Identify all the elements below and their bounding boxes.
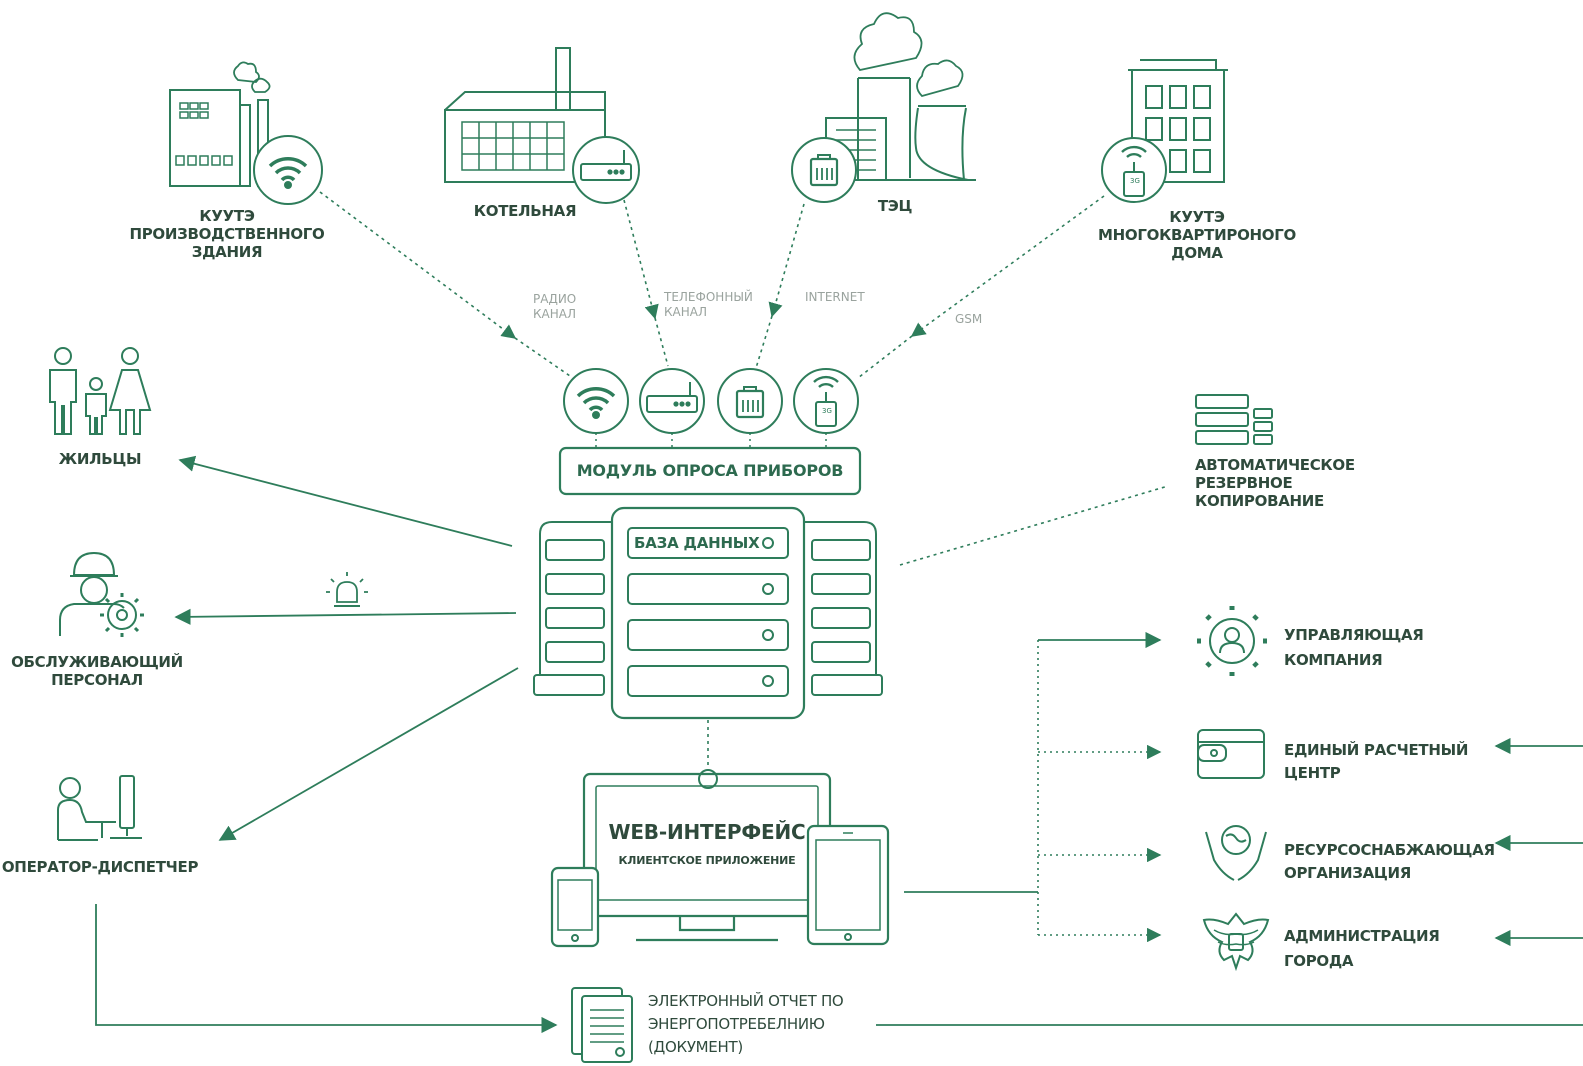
source-industrial-label: КУУТЭ ПРОИЗВОДСТВЕННОГО ЗДАНИЯ — [129, 207, 325, 261]
backup-icon — [1195, 394, 1273, 445]
arrow-residents — [178, 455, 513, 547]
source-chp-label: ТЭЦ — [877, 197, 913, 215]
boiler-router-circle — [572, 136, 640, 204]
link-backup — [899, 485, 1169, 566]
link-internet-tail — [755, 315, 773, 369]
industrial-building-icon — [169, 61, 271, 187]
module-title: МОДУЛЬ ОПРОСА ПРИБОРОВ — [576, 461, 844, 480]
maintenance-worker-icon — [59, 551, 144, 637]
operator-icon — [57, 775, 142, 841]
module-box — [558, 446, 862, 496]
management-label: УПРАВЛЯЮЩАЯ КОМПАНИЯ — [1284, 626, 1424, 669]
arrow-operator — [218, 667, 519, 841]
channel-internet-label: INTERNET — [805, 290, 865, 304]
channel-gsm-label: GSM — [955, 312, 983, 326]
apartment-building-icon — [1128, 59, 1228, 183]
eagle-emblem-icon — [1202, 912, 1270, 972]
backup-label: АВТОМАТИЧЕСКОЕ РЕЗЕРВНОЕ КОПИРОВАНИЕ — [1195, 456, 1355, 510]
admin-label: АДМИНИСТРАЦИЯ ГОРОДА — [1284, 927, 1440, 970]
link-gsm — [910, 195, 1105, 337]
link-gsm-tail — [857, 335, 913, 379]
link-phone — [623, 199, 659, 320]
web-title: WEB-ИНТЕРФЕЙС — [608, 820, 806, 844]
module-ethernet-circle — [717, 368, 783, 434]
staff-label: ОБСЛУЖИВАЮЩИЙ ПЕРСОНАЛ — [11, 653, 183, 689]
module-3g-badge: 3G — [822, 407, 832, 415]
channel-phone-label: ТЕЛЕФОННЫЙ КАНАЛ — [664, 290, 753, 319]
apartment-3g-badge: 3G — [1130, 177, 1140, 185]
ethernet-icon — [809, 154, 839, 187]
database-title: БАЗА ДАННЫХ — [634, 534, 760, 552]
ethernet-icon — [735, 386, 765, 419]
module-router-circle — [639, 368, 705, 434]
management-company-icon — [1197, 606, 1267, 676]
wifi-icon — [268, 157, 308, 189]
channel-radio-label: РАДИО КАНАЛ — [533, 292, 577, 321]
link-radio-tail — [514, 337, 571, 377]
report-label: ЭЛЕКТРОННЫЙ ОТЧЕТ ПО ЭНЕРГОПОТРЕБЕЛНИЮ (… — [648, 992, 844, 1056]
link-internet — [768, 203, 805, 318]
family-icon — [49, 347, 152, 435]
devices-icon — [550, 772, 890, 948]
source-apartment-label: КУУТЭ МНОГОКВАРТИРОНОГО ДОМА — [1098, 208, 1296, 262]
supplier-label: РЕСУРСОСНАБЖАЮЩАЯ ОРГАНИЗАЦИЯ — [1284, 841, 1495, 882]
industrial-wifi-circle — [253, 135, 323, 205]
web-subtitle: КЛИЕНТСКОЕ ПРИЛОЖЕНИЕ — [618, 854, 796, 867]
wallet-icon — [1197, 729, 1265, 779]
source-boiler-label: КОТЕЛЬНАЯ — [473, 202, 577, 220]
operator-label: ОПЕРАТОР-ДИСПЕТЧЕР — [1, 858, 199, 876]
database-server — [533, 506, 883, 720]
right-dotted-bus — [1037, 640, 1162, 943]
billing-label: ЕДИНЫЙ РАСЧЕТНЫЙ ЦЕНТР — [1284, 741, 1469, 782]
wifi-icon — [576, 387, 616, 419]
router-icon — [646, 382, 698, 413]
link-phone-tail — [654, 317, 669, 367]
module-wifi-circle — [563, 368, 629, 434]
router-icon — [580, 150, 632, 181]
earth-hands-icon — [1205, 825, 1267, 881]
arrow-staff — [174, 608, 517, 625]
arrow-operator-report — [95, 904, 558, 1034]
chp-ethernet-circle — [791, 137, 857, 203]
modem-3g-icon — [1121, 145, 1147, 197]
link-radio — [319, 191, 517, 339]
residents-label: ЖИЛЬЦЫ — [58, 450, 142, 468]
alarm-beacon-icon — [326, 572, 368, 607]
modem-3g-icon — [813, 375, 839, 427]
document-icon — [571, 987, 633, 1063]
